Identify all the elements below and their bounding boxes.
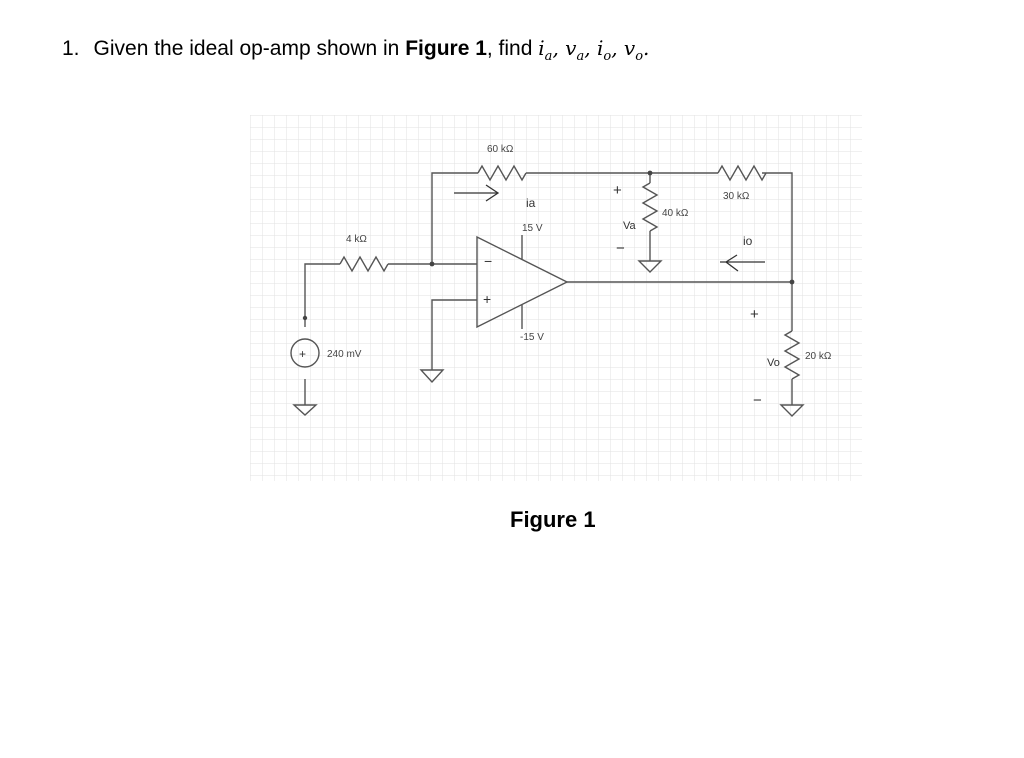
vo-plus-mark: + xyxy=(750,306,759,323)
grid-background xyxy=(250,115,862,481)
resistor-30k xyxy=(717,164,767,182)
junction-40k xyxy=(647,170,653,176)
resistor-60k xyxy=(477,164,527,182)
ground-source xyxy=(292,404,318,416)
variable-list: ia, va, io, vo. xyxy=(538,36,650,64)
label-io: io xyxy=(743,234,753,248)
junction-source xyxy=(302,315,308,321)
junction-inverting xyxy=(429,261,435,267)
label-20k: 20 kΩ xyxy=(805,351,832,362)
figure-reference: Figure 1 xyxy=(405,37,487,60)
label-30k: 30 kΩ xyxy=(723,191,750,202)
wire-feedback-left xyxy=(431,172,478,264)
resistor-40k xyxy=(641,182,659,232)
op-amp-minus-sign: − xyxy=(484,253,492,269)
var-ia-sub: a xyxy=(544,49,553,64)
var-io-base: i xyxy=(596,36,604,60)
resistor-4k xyxy=(339,255,389,273)
va-plus-mark: + xyxy=(613,182,622,199)
var-vo-base: v xyxy=(623,36,636,60)
question-text: 1. Given the ideal op-amp shown in Figure… xyxy=(62,36,649,64)
source-plus-sign: + xyxy=(299,347,306,361)
label-va: Va xyxy=(623,220,637,232)
question-middle: , find xyxy=(486,37,533,60)
label-40k: 40 kΩ xyxy=(662,208,689,219)
var-io-sub: o xyxy=(603,49,612,64)
label-vplus: 15 V xyxy=(522,223,543,234)
label-4k: 4 kΩ xyxy=(346,234,367,245)
label-vminus: -15 V xyxy=(520,332,544,343)
var-ia-base: i xyxy=(538,36,545,60)
junction-output xyxy=(789,279,795,285)
var-vo-sub: o xyxy=(635,49,644,64)
arrow-ia-icon xyxy=(454,184,500,202)
var-va-sub: a xyxy=(576,49,585,64)
label-ia: ia xyxy=(526,196,536,210)
circuit-figure: − + + 60 kΩ 4 kΩ 40 kΩ 30 kΩ 20 kΩ 240 m… xyxy=(250,115,862,481)
ground-leads xyxy=(431,255,651,370)
question-prefix: Given the ideal op-amp shown in xyxy=(93,37,400,60)
question-number: 1. xyxy=(62,37,80,60)
arrow-io-icon xyxy=(720,254,765,272)
label-60k: 60 kΩ xyxy=(487,144,514,155)
wire-right-drop xyxy=(762,172,793,281)
label-vo: Vo xyxy=(767,357,780,369)
ground-20k xyxy=(779,404,805,417)
va-minus-mark: − xyxy=(616,240,625,257)
vo-minus-mark: − xyxy=(753,392,762,409)
op-amp-plus-sign: + xyxy=(483,291,491,307)
voltage-source xyxy=(290,338,320,368)
wire-noninverting-input xyxy=(431,299,477,360)
resistor-20k xyxy=(783,330,801,380)
wire-source-top xyxy=(304,263,340,327)
figure-caption: Figure 1 xyxy=(510,507,596,532)
var-va-base: v xyxy=(565,36,577,60)
label-240mv: 240 mV xyxy=(327,349,362,360)
